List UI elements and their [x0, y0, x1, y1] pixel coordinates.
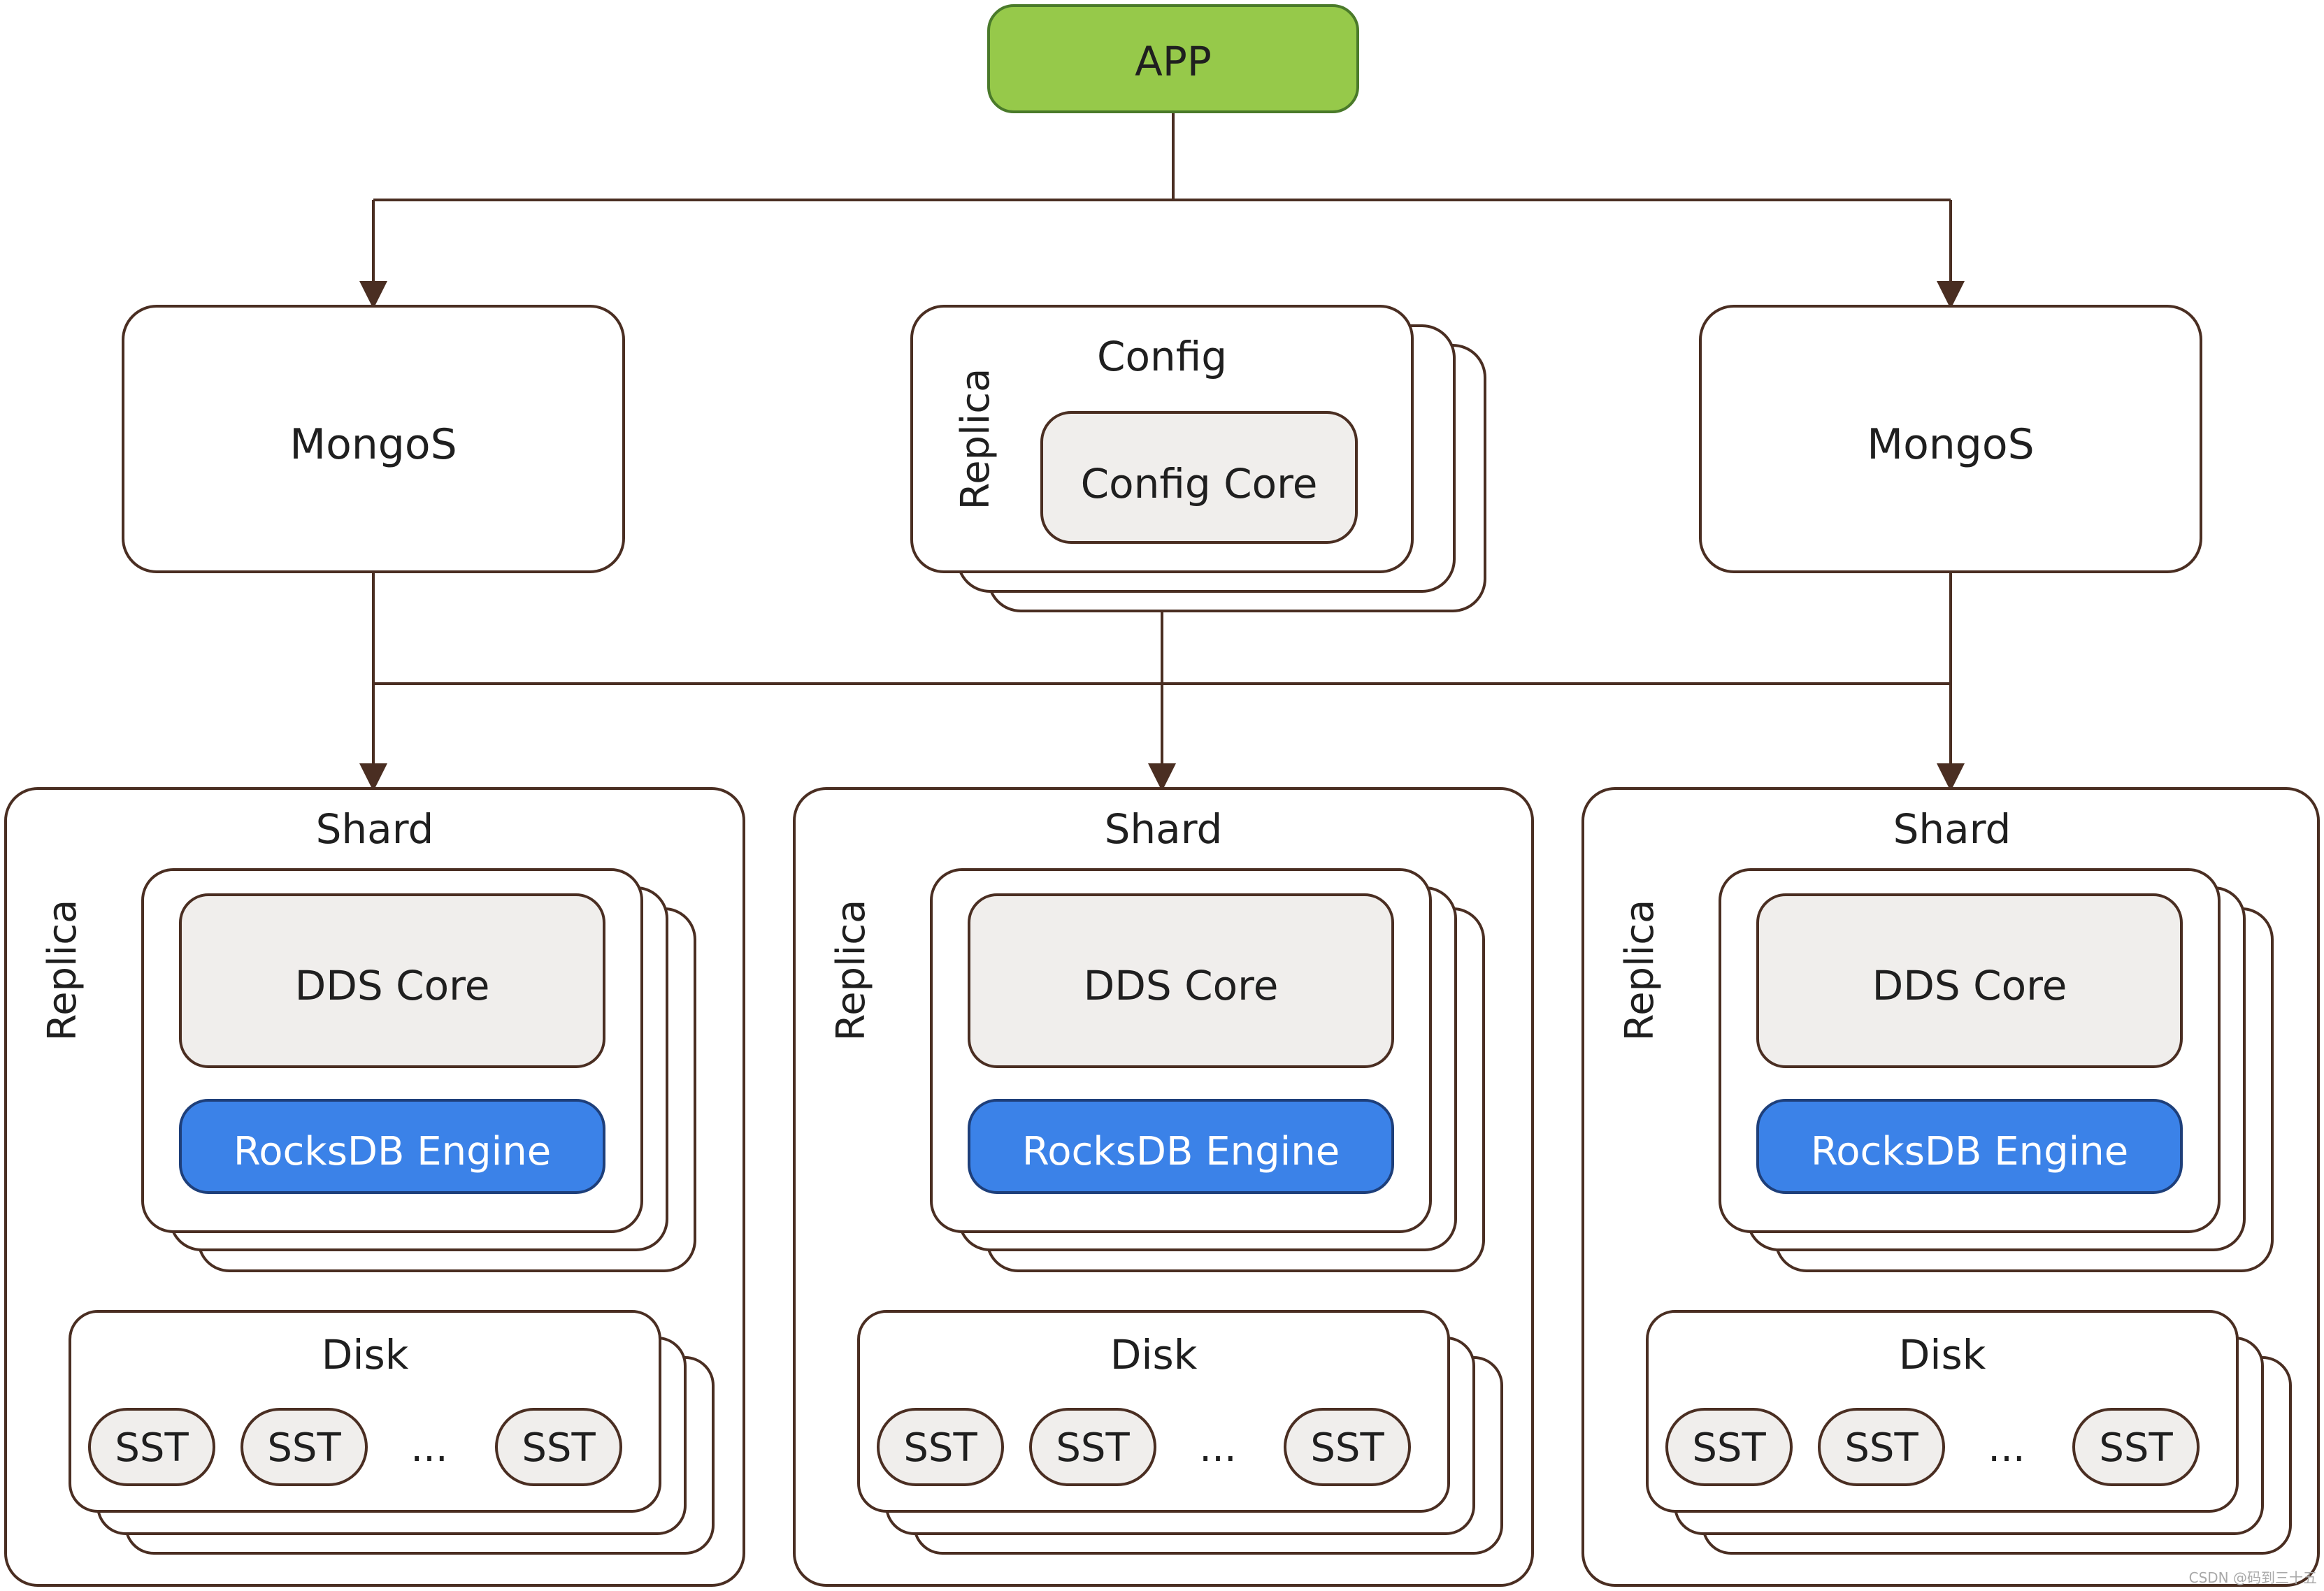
ellipsis-label: ...	[1199, 1425, 1236, 1471]
dds-core-box	[968, 893, 1394, 1068]
connectors	[359, 112, 1965, 791]
rocksdb-engine-label: RocksDB Engine	[234, 1129, 551, 1174]
config-title: Config	[1097, 333, 1227, 380]
sst-label: SST	[2099, 1425, 2173, 1471]
mongos-label: MongoS	[289, 420, 457, 469]
sst-pill	[1665, 1408, 1793, 1486]
rocksdb-engine-label: RocksDB Engine	[1811, 1129, 2128, 1174]
config-replica-label: Replica	[953, 368, 998, 510]
rocksdb-engine-box	[179, 1099, 605, 1194]
rocksdb-engine-box	[1756, 1099, 2183, 1194]
shard-title: Shard	[1893, 805, 2011, 853]
disk-stack: Disk SST SST ... SST	[69, 1310, 715, 1555]
rocksdb-engine-box	[968, 1099, 1394, 1194]
disk-title: Disk	[1899, 1331, 1986, 1378]
app-node: APP	[987, 4, 1359, 113]
sst-label: SST	[1692, 1425, 1766, 1471]
sst-label: SST	[267, 1425, 341, 1471]
disk-title: Disk	[1110, 1331, 1198, 1378]
dds-core-box	[1756, 893, 2183, 1068]
mongos-node-left: MongoS	[122, 305, 625, 573]
disk-stack: Disk SST SST ... SST	[857, 1310, 1503, 1555]
config-core-label: Config Core	[1081, 460, 1318, 507]
shard-replica-label: Replica	[40, 900, 85, 1042]
watermark: CSDN @码到三十五	[2188, 1569, 2317, 1586]
sst-label: SST	[1056, 1425, 1130, 1471]
replica-stack: DDS Core RocksDB Engine	[141, 868, 696, 1272]
sst-pill	[877, 1408, 1004, 1486]
shard-title: Shard	[316, 805, 434, 853]
sst-pill	[495, 1408, 622, 1486]
sst-pill	[1818, 1408, 1945, 1486]
shard-2: Shard Replica DDS Core RocksDB Engine Di…	[793, 787, 1534, 1587]
shard-replica-label: Replica	[1617, 900, 1663, 1042]
config-core-box	[1040, 411, 1358, 544]
sst-label: SST	[115, 1425, 189, 1471]
sst-pill	[1029, 1408, 1156, 1486]
disk-title: Disk	[322, 1331, 409, 1378]
shard-1: Shard Replica DDS Core RocksDB Engine Di…	[4, 787, 745, 1587]
mongos-node-right: MongoS	[1699, 305, 2202, 573]
replica-stack: DDS Core RocksDB Engine	[1719, 868, 2274, 1272]
dds-core-box	[179, 893, 605, 1068]
sst-pill	[2072, 1408, 2200, 1486]
replica-stack: DDS Core RocksDB Engine	[930, 868, 1485, 1272]
shard-title: Shard	[1105, 805, 1223, 853]
mongos-label: MongoS	[1867, 420, 2034, 469]
sst-pill	[88, 1408, 215, 1486]
sst-label: SST	[903, 1425, 977, 1471]
dds-core-label: DDS Core	[295, 962, 490, 1009]
dds-core-label: DDS Core	[1872, 962, 2067, 1009]
shard-3: Shard Replica DDS Core RocksDB Engine Di…	[1581, 787, 2320, 1587]
disk-stack: Disk SST SST ... SST	[1646, 1310, 2292, 1555]
app-label: APP	[1135, 38, 1212, 85]
sst-label: SST	[1844, 1425, 1918, 1471]
rocksdb-engine-label: RocksDB Engine	[1022, 1129, 1340, 1174]
dds-core-label: DDS Core	[1084, 962, 1279, 1009]
config-replica-stack: Config Replica Config Core	[910, 305, 1486, 612]
shard-replica-label: Replica	[829, 900, 874, 1042]
sst-pill	[241, 1408, 368, 1486]
sst-pill	[1284, 1408, 1411, 1486]
ellipsis-label: ...	[1988, 1425, 2025, 1471]
sst-label: SST	[1310, 1425, 1384, 1471]
ellipsis-label: ...	[410, 1425, 447, 1471]
sst-label: SST	[522, 1425, 596, 1471]
